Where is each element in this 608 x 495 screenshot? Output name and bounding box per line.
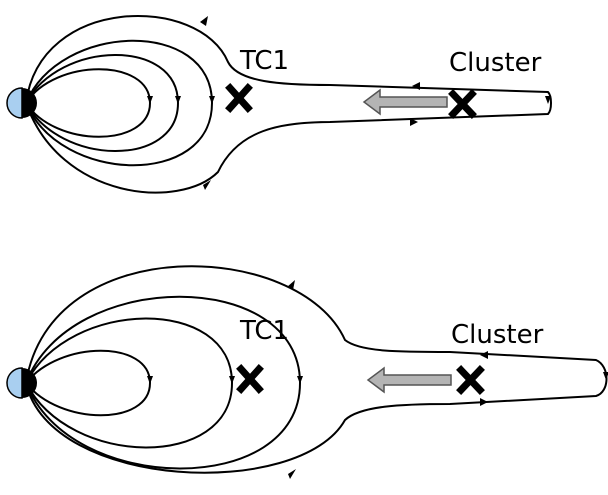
earth-icon [6,87,37,119]
earthward-flow-arrow-icon [362,88,448,116]
arrowhead [147,96,153,104]
arrowhead [288,469,296,479]
arrowhead [410,118,418,126]
arrowhead [297,376,303,384]
cluster-label: Cluster [449,48,542,78]
bottom-panel: TC1 Cluster [6,265,608,479]
arrowhead [287,280,295,290]
tail-field-line [25,15,552,194]
arrowhead [147,376,153,384]
cluster-marker-icon [456,365,485,395]
arrowhead [200,16,208,26]
arrowhead [480,351,488,359]
arrowhead [175,96,181,104]
cluster-label: Cluster [451,320,544,350]
arrowhead [209,96,215,104]
arrowhead [545,96,551,104]
arrowhead [229,376,235,384]
tc1-marker-icon [225,83,253,113]
tc1-label: TC1 [239,316,289,346]
earthward-flow-arrow-icon [366,366,452,394]
tail-field-line [25,265,608,474]
tc1-label: TC1 [239,46,289,76]
arrowhead [480,398,488,406]
field-line [25,39,213,167]
cluster-marker-icon [448,89,477,119]
top-panel: TC1 Cluster [6,15,552,194]
arrowhead [603,372,608,380]
arrowhead [203,180,211,190]
tc1-marker-icon [236,364,264,394]
field-line [25,349,151,417]
arrowhead [412,82,420,90]
